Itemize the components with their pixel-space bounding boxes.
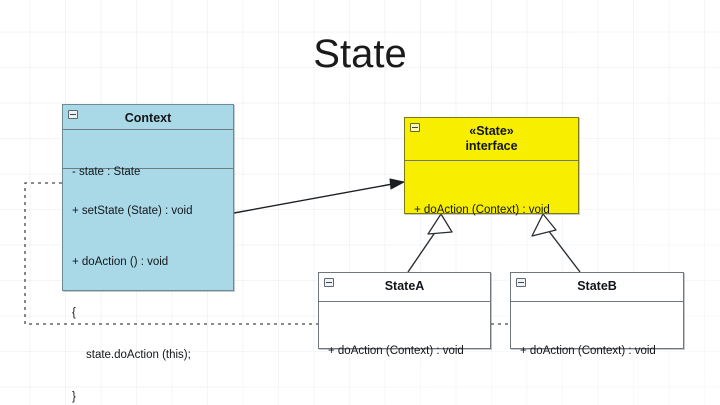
operation-do-action: + doAction (Context) : void [328,345,464,357]
divider [63,129,233,130]
stereotype-label: «State» [469,124,514,138]
operations-compartment-context: + setState (State) : void + doAction () … [63,169,233,405]
class-name-stateb: StateB [577,279,617,293]
class-header-context: Context [63,105,233,129]
class-box-statea[interactable]: StateA + doAction (Context) : void [318,272,491,357]
minus-box-icon[interactable] [516,278,526,287]
method-body-open-brace: { [72,307,76,319]
method-body-close-brace: } [72,391,76,403]
divider [63,168,233,169]
attribute-state: - state : State [72,166,141,178]
class-header-state-interface: «State» interface [405,118,578,160]
page-title: State [313,32,407,76]
class-box-stateb[interactable]: StateB + doAction (Context) : void [510,272,684,357]
class-box-context[interactable]: Context - state : State + setState (Stat… [62,104,234,403]
method-body-statement: state.doAction (this); [86,349,191,361]
connector-stateb-to-state [531,213,581,273]
class-name-statea: StateA [384,279,425,293]
interface-keyword-label: interface [465,139,518,153]
attributes-compartment-context: - state : State [63,130,233,178]
divider [319,301,490,302]
divider [511,301,683,302]
minus-box-icon[interactable] [410,123,420,132]
class-name-context: Context [124,111,172,125]
minus-box-icon[interactable] [324,278,334,287]
minus-box-icon[interactable] [68,110,78,119]
connector-states-to-context-dashed [24,182,510,325]
class-box-state-interface[interactable]: «State» interface + doAction (Context) :… [404,117,579,216]
operations-compartment-statea: + doAction (Context) : void [319,302,490,393]
class-header-stateb: StateB [511,273,683,301]
connector-statea-to-state [407,213,453,273]
operation-do-action: + doAction (Context) : void [520,345,656,357]
operation-do-action: + doAction (Context) : void [414,204,550,216]
connector-context-to-state [233,178,406,214]
operations-compartment-stateb: + doAction (Context) : void [511,302,683,393]
operations-compartment-state-interface: + doAction (Context) : void [405,161,578,252]
divider [405,160,578,161]
operation-set-state: + setState (State) : void [72,205,193,217]
operation-do-action: + doAction () : void [72,256,169,268]
class-header-statea: StateA [319,273,490,301]
